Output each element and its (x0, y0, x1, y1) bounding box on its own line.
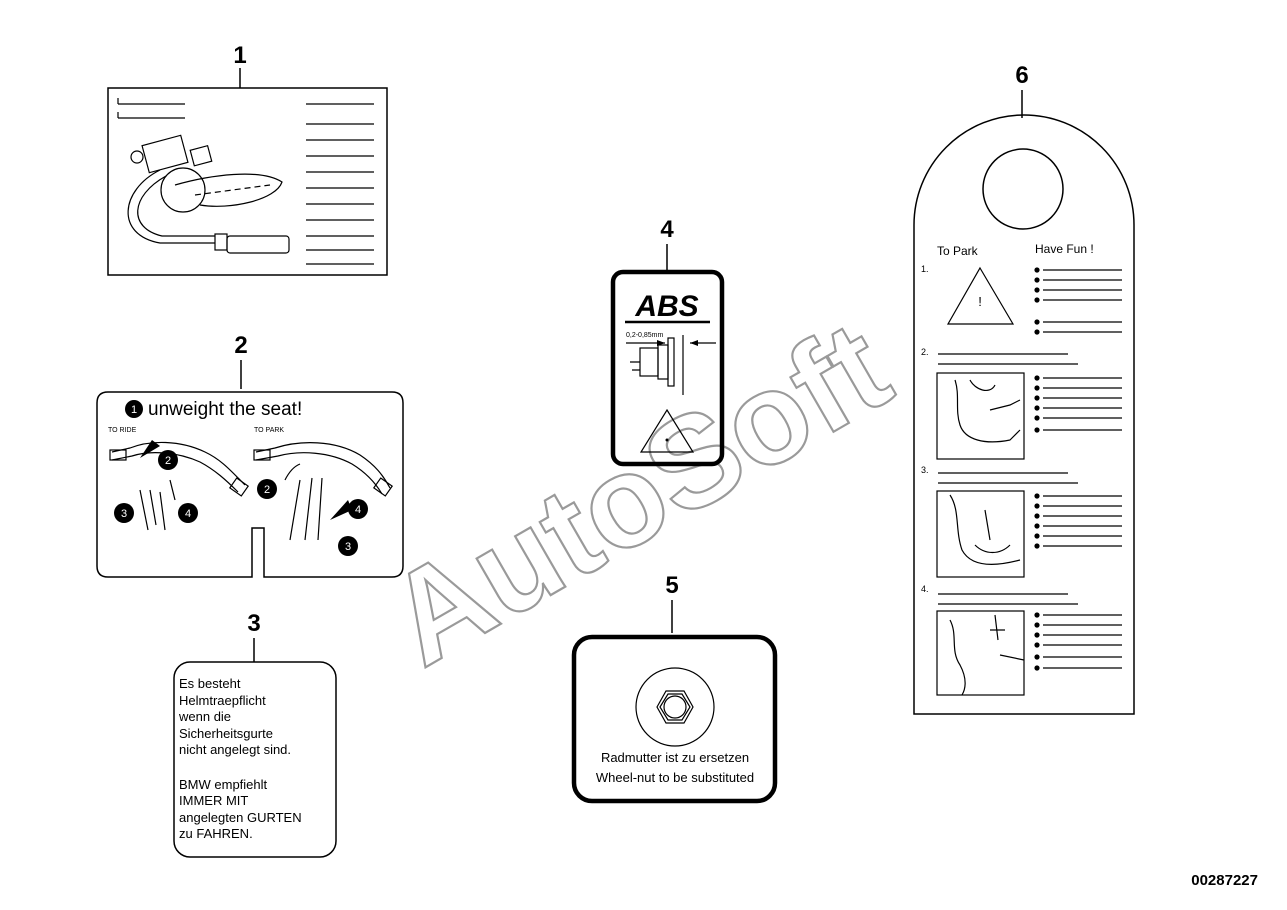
bullet-list-1 (1034, 267, 1122, 335)
label-2-frame (96, 391, 404, 578)
step-3-image (936, 490, 1025, 578)
step-number-2: 2. (921, 347, 929, 357)
watermark: AutoSoft (363, 291, 913, 694)
seat-illustration-to-park (253, 442, 394, 541)
seat-illustration-to-ride (109, 440, 250, 531)
callout-number-5: 5 (665, 572, 678, 599)
abs-sensor-illustration (626, 335, 716, 395)
svg-text:!: ! (978, 294, 982, 309)
svg-text:3: 3 (345, 541, 351, 553)
part-2: 2 1 unweight the seat! TO RIDE TO PARK 2… (96, 332, 404, 578)
label-2-caption-right: TO PARK (254, 427, 284, 434)
svg-text:zu FAHREN.: zu FAHREN. (179, 826, 253, 841)
svg-text:Helmtraepflicht: Helmtraepflicht (179, 693, 266, 708)
svg-text:Es besteht: Es besteht (179, 676, 241, 691)
step-badge-4-park (348, 499, 368, 519)
abs-dimension-text: 0,2-0,85mm (626, 332, 664, 339)
step-number-4: 4. (921, 584, 929, 594)
label-4-frame (610, 269, 725, 467)
part-6: 6 To Park Have Fun ! 1. ! 2. (913, 62, 1135, 715)
label-1-header-lines (117, 98, 185, 119)
part-1: 1 (107, 42, 388, 276)
warning-triangle-icon-large: ! (946, 266, 1015, 325)
warning-triangle-icon (639, 408, 695, 453)
part-4: 4 ABS 0,2-0,85mm (610, 216, 725, 467)
svg-text:wenn die: wenn die (178, 709, 231, 724)
step-badge-2-park (257, 479, 277, 499)
step-badge-3-ride (114, 503, 134, 523)
bullet-list-4 (1034, 612, 1122, 671)
part-3: 3 Es besteht Helmtraepflicht wenn die Si… (173, 610, 337, 858)
svg-text:Sicherheitsgurte: Sicherheitsgurte (179, 726, 273, 741)
label-1-frame (107, 87, 388, 276)
watermark-text: AutoSoft (364, 292, 912, 693)
svg-text:3: 3 (121, 508, 127, 520)
callout-number-6: 6 (1015, 62, 1028, 89)
step-number-3: 3. (921, 465, 929, 475)
label-6-heading-left: To Park (937, 244, 979, 258)
step-badge-4-ride (178, 503, 198, 523)
label-6-heading-right: Have Fun ! (1035, 242, 1094, 256)
part-5: 5 Radmutter ist zu ersetzen Wheel-nut to… (571, 572, 778, 804)
label-5-text-en: Wheel-nut to be substituted (596, 770, 754, 785)
callout-number-1: 1 (233, 42, 246, 69)
svg-text:IMMER MIT: IMMER MIT (179, 793, 248, 808)
bullet-list-2 (1034, 375, 1122, 433)
svg-text:2: 2 (165, 455, 171, 467)
callout-number-3: 3 (247, 610, 260, 637)
label-3-frame (173, 661, 337, 858)
label-3-recommendation-text: BMW empfiehlt IMMER MIT angelegten GURTE… (179, 777, 302, 841)
label-5-frame (571, 634, 778, 804)
svg-text:4: 4 (185, 508, 191, 520)
svg-text:nicht angelegt sind.: nicht angelegt sind. (179, 742, 291, 757)
hanger-hole (982, 148, 1064, 230)
svg-text:4: 4 (355, 504, 361, 516)
document-id: 00287227 (1191, 872, 1258, 889)
bullet-list-3 (1034, 493, 1122, 549)
label-5-text-de: Radmutter ist zu ersetzen (601, 750, 749, 765)
step-2-image (936, 372, 1025, 460)
step-badge-3-park (338, 536, 358, 556)
label-2-caption-left: TO RIDE (108, 427, 137, 434)
callout-number-4: 4 (660, 216, 674, 243)
step-badge-2-ride (158, 450, 178, 470)
label-3-german-text: Es besteht Helmtraepflicht wenn die Sich… (178, 676, 291, 757)
wheel-nut-icon (635, 667, 715, 747)
step-4-image (936, 610, 1025, 696)
svg-text:angelegten GURTEN: angelegten GURTEN (179, 810, 302, 825)
svg-text:2: 2 (264, 484, 270, 496)
label-6-frame (913, 114, 1135, 715)
abs-logo: ABS (634, 290, 698, 323)
label-2-headline: unweight the seat! (148, 399, 302, 420)
step-badge-1 (125, 400, 143, 418)
svg-text:1: 1 (131, 404, 137, 416)
brake-lever-illustration (127, 134, 290, 254)
step-number-1: 1. (921, 264, 929, 274)
svg-text:BMW empfiehlt: BMW empfiehlt (179, 777, 268, 792)
callout-number-2: 2 (234, 332, 247, 359)
label-1-text-lines (306, 103, 374, 265)
